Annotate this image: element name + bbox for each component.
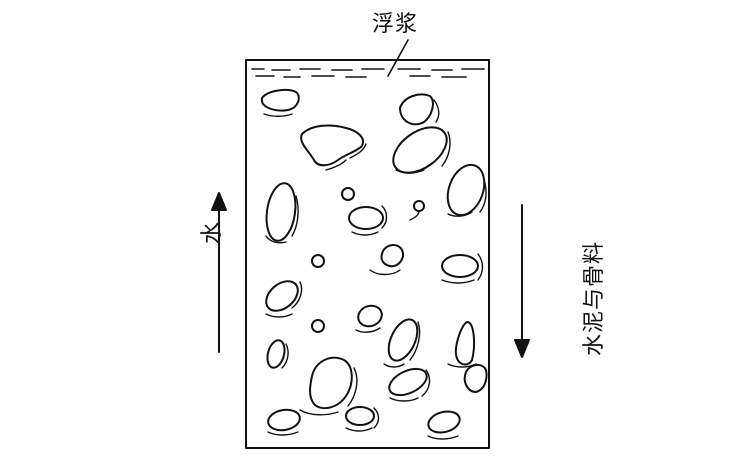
aggregate-stone [345, 406, 375, 426]
cement-aggregate-label: 水泥与骨料 [582, 240, 607, 356]
aggregate-stone [300, 124, 364, 167]
aggregate-stone [265, 280, 299, 312]
aggregate-particles [260, 89, 488, 440]
aggregate-stone [357, 304, 383, 328]
aggregate-stone [441, 254, 479, 278]
aggregate-stone [392, 126, 448, 174]
laitance-leader-line [387, 39, 409, 77]
aggregate-stone [267, 408, 301, 432]
aggregate-stone [260, 89, 300, 112]
aggregate-pebble [341, 187, 355, 201]
laitance-layer [251, 68, 485, 78]
aggregate-stone [427, 410, 461, 434]
aggregate-pebble [311, 254, 325, 268]
aggregate-stone [380, 244, 404, 268]
arrow-down-icon [514, 204, 530, 358]
aggregate-stone [309, 356, 353, 410]
aggregate-stone [446, 163, 486, 217]
water-label: 水 [200, 221, 225, 244]
laitance-label: 浮浆 [372, 12, 419, 37]
arrow-up-icon [211, 192, 227, 353]
aggregate-stone [399, 93, 434, 126]
aggregate-stone [388, 367, 428, 397]
aggregate-stone [348, 206, 384, 230]
container-outline [245, 59, 490, 449]
aggregate-stone [266, 339, 286, 369]
aggregate-stone [463, 364, 488, 393]
aggregate-stone [454, 321, 476, 366]
aggregate-stone [387, 318, 419, 362]
aggregate-stone [265, 182, 297, 242]
aggregate-pebble [413, 200, 425, 212]
aggregate-pebble [311, 319, 325, 333]
